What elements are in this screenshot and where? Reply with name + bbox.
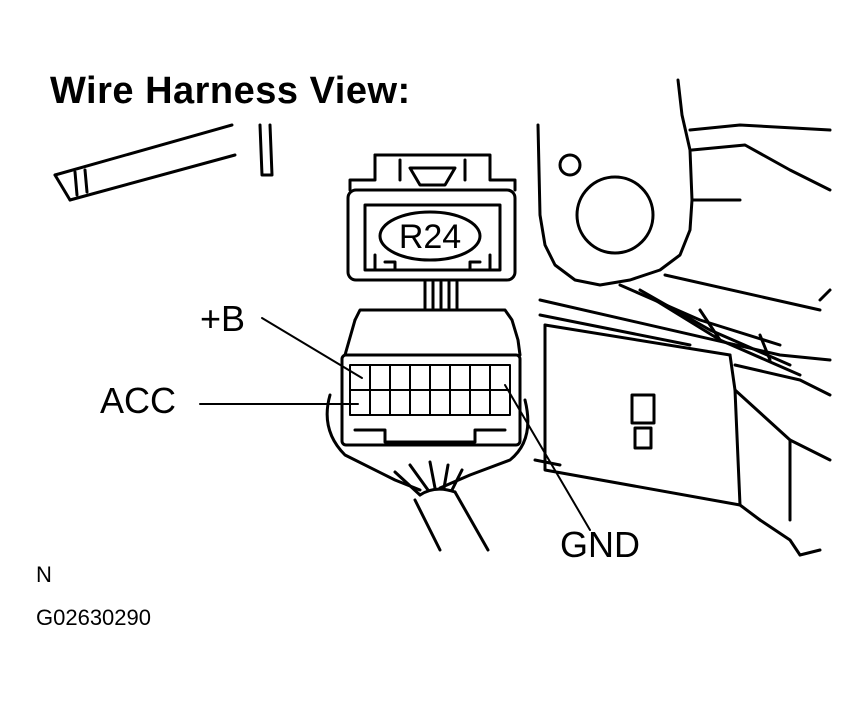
switch-body xyxy=(533,323,832,557)
terminal-b-label: +B xyxy=(200,298,246,339)
callout-leaders xyxy=(199,317,591,531)
figure-code: G02630290 xyxy=(36,605,151,630)
r24-connector xyxy=(346,153,517,310)
wire-bundle xyxy=(413,487,490,552)
view-letter: N xyxy=(36,562,52,587)
trim-panel-left xyxy=(53,123,274,202)
diagram-title: Wire Harness View: xyxy=(50,70,411,112)
steering-bracket xyxy=(536,78,832,377)
harness-connector xyxy=(325,308,530,497)
connector-code-label: R24 xyxy=(399,218,461,256)
terminal-gnd-label: GND xyxy=(560,524,640,565)
terminal-acc-label: ACC xyxy=(100,380,177,421)
